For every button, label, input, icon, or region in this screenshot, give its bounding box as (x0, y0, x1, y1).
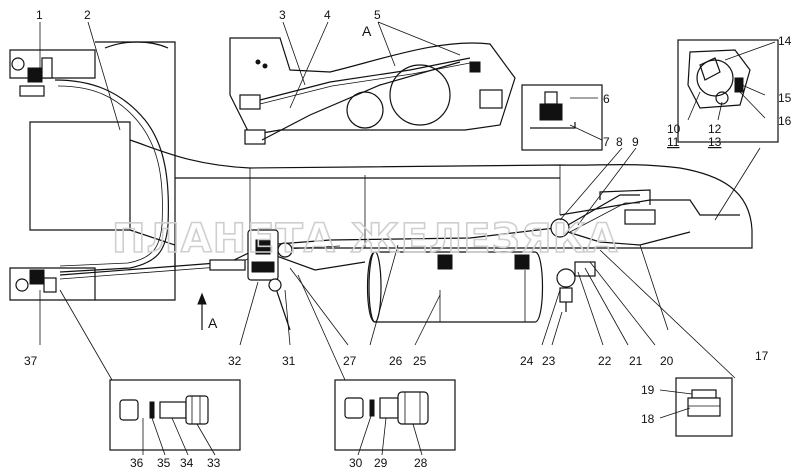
view-a-arrow (197, 292, 207, 330)
callout-36: 36 (130, 456, 144, 470)
detail-6-7 (521, 84, 603, 151)
callout-27: 27 (343, 354, 357, 368)
callout-33: 33 (207, 456, 221, 470)
view-label-arrow: A (208, 315, 218, 331)
callout-14: 14 (778, 34, 792, 48)
detail-33-36 (109, 379, 241, 451)
callout-6: 6 (603, 92, 610, 106)
detail-28-30 (334, 379, 456, 451)
callout-7: 7 (603, 135, 610, 149)
callout-20: 20 (660, 354, 674, 368)
callout-1: 1 (36, 8, 43, 22)
valve-block (209, 229, 293, 292)
callout-23: 23 (542, 354, 556, 368)
callout-32: 32 (228, 354, 242, 368)
callout-26: 26 (389, 354, 403, 368)
callout-37: 37 (24, 354, 38, 368)
callout-22: 22 (598, 354, 612, 368)
brake-hose (54, 79, 169, 273)
callout-25: 25 (413, 354, 427, 368)
callout-31: 31 (282, 354, 296, 368)
callout-29: 29 (374, 456, 388, 470)
chassis-frame (9, 41, 753, 301)
callout-5: 5 (374, 8, 381, 22)
callout-13: 13 (708, 135, 722, 149)
watermark: ПЛАНЕТА ЖЕЛЕЗЯКА (112, 216, 618, 262)
callout-28: 28 (414, 456, 428, 470)
callout-9: 9 (632, 135, 639, 149)
callout-8: 8 (616, 135, 623, 149)
callout-34: 34 (180, 456, 194, 470)
callout-4: 4 (324, 8, 331, 22)
callout-10: 10 (667, 122, 681, 136)
detail-10-16 (677, 39, 779, 143)
callout-15: 15 (778, 91, 792, 105)
detail-18-19 (675, 377, 733, 437)
callout-18: 18 (641, 412, 655, 426)
leader-lines (39, 21, 776, 456)
view-label-top: A (362, 23, 372, 39)
callout-3: 3 (279, 8, 286, 22)
callout-12: 12 (708, 122, 722, 136)
view-a-inset (229, 37, 516, 145)
callout-11: 11 (667, 135, 680, 149)
left-bottom-coupling (29, 269, 57, 293)
callout-2: 2 (84, 8, 91, 22)
callout-17: 17 (755, 349, 769, 363)
air-receiver (366, 251, 544, 323)
callout-30: 30 (349, 456, 363, 470)
callout-19: 19 (641, 383, 655, 397)
left-top-coupling (19, 57, 53, 97)
callout-numbers: 1 2 3 4 5 6 7 8 9 10 11 12 13 14 15 16 1… (24, 8, 792, 470)
callout-24: 24 (520, 354, 534, 368)
callout-21: 21 (629, 354, 643, 368)
callout-35: 35 (157, 456, 171, 470)
callout-16: 16 (778, 114, 792, 128)
drain-valve (556, 261, 596, 312)
